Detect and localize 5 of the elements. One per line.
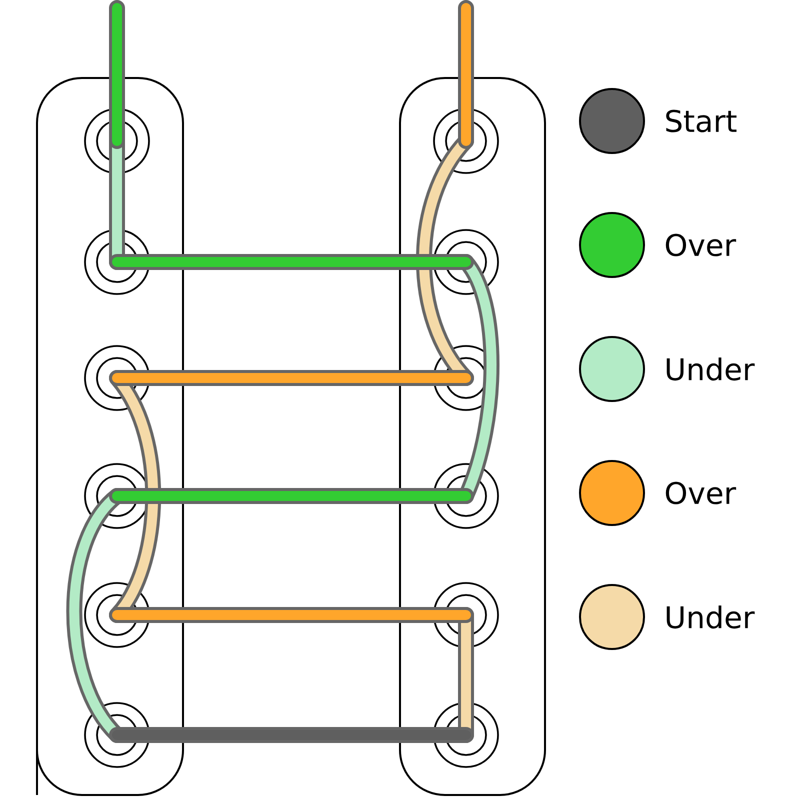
legend-label: Over (666, 234, 736, 256)
legend-label: Under (666, 605, 755, 629)
legend-label: Start (666, 110, 736, 132)
legend-label: Over (666, 482, 736, 504)
legend-label: Under (666, 357, 755, 381)
